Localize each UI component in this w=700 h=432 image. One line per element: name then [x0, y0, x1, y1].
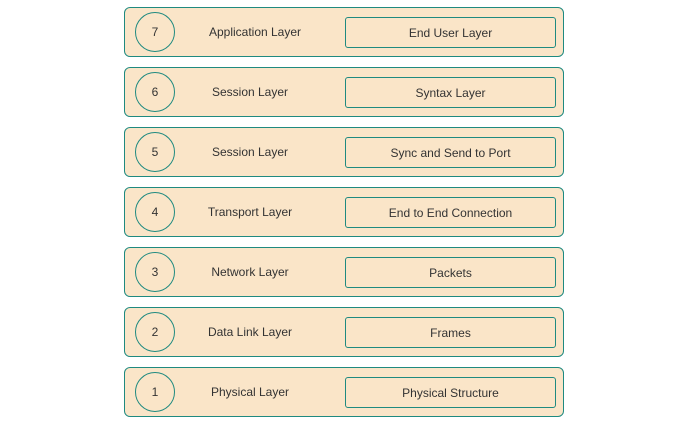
layer-description-box: Frames: [345, 317, 556, 348]
layer-description-box: Physical Structure: [345, 377, 556, 408]
layer-description-box: End User Layer: [345, 17, 556, 48]
layer-name: Session Layer: [211, 85, 289, 99]
layer-description-box: Packets: [345, 257, 556, 288]
layer-row-1: 1 Physical Layer Physical Structure: [124, 367, 564, 417]
layer-number-badge: 6: [135, 72, 175, 112]
layer-row-3: 3 Network Layer Packets: [124, 247, 564, 297]
layer-row-6: 6 Session Layer Syntax Layer: [124, 67, 564, 117]
layer-number-badge: 1: [135, 372, 175, 412]
layer-name: Application Layer: [208, 25, 302, 39]
layer-name: Data Link Layer: [207, 325, 293, 339]
layer-description-box: Syntax Layer: [345, 77, 556, 108]
layer-name: Session Layer: [211, 145, 289, 159]
layer-description-box: Sync and Send to Port: [345, 137, 556, 168]
layer-row-2: 2 Data Link Layer Frames: [124, 307, 564, 357]
layer-number-badge: 5: [135, 132, 175, 172]
layer-name: Transport Layer: [207, 205, 293, 219]
layer-number-badge: 7: [135, 12, 175, 52]
layer-name: Network Layer: [211, 265, 289, 279]
layer-row-7: 7 Application Layer End User Layer: [124, 7, 564, 57]
layer-name: Physical Layer: [210, 385, 290, 399]
layer-description-box: End to End Connection: [345, 197, 556, 228]
layer-number-badge: 4: [135, 192, 175, 232]
layer-row-4: 4 Transport Layer End to End Connection: [124, 187, 564, 237]
layer-number-badge: 3: [135, 252, 175, 292]
layer-row-5: 5 Session Layer Sync and Send to Port: [124, 127, 564, 177]
layer-number-badge: 2: [135, 312, 175, 352]
